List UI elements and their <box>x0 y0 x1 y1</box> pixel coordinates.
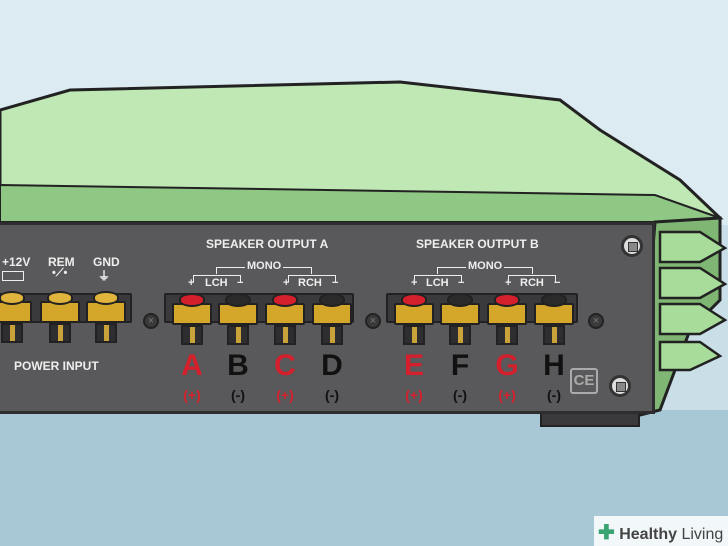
mono-label: MONO <box>245 260 284 272</box>
label-b: B <box>227 349 249 382</box>
label-12v: +12V <box>2 255 31 269</box>
label-e: E <box>403 349 424 382</box>
lch-plus: + <box>188 277 195 289</box>
terminal-h[interactable] <box>532 289 576 347</box>
heatsink-fins <box>658 230 728 372</box>
lch-plus: + <box>411 277 418 289</box>
terminal-e[interactable] <box>392 289 436 347</box>
polarity-a: (+) <box>183 387 201 403</box>
terminal-gnd[interactable] <box>84 287 128 345</box>
battery-icon <box>2 271 24 281</box>
watermark-brand: Healthy <box>619 526 678 543</box>
polarity-f: (-) <box>453 387 467 403</box>
lch-label: LCH <box>205 277 228 289</box>
watermark: ✚ Healthy Living <box>594 516 728 546</box>
terminal-d[interactable] <box>310 289 354 347</box>
label-f: F <box>450 349 470 382</box>
switch-icon: •⟋• <box>52 267 68 279</box>
terminal-g[interactable] <box>485 289 529 347</box>
terminal-c[interactable] <box>263 289 307 347</box>
rch-plus: + <box>505 277 512 289</box>
polarity-c: (+) <box>276 387 294 403</box>
polarity-d: (-) <box>325 387 339 403</box>
hex-bolt-icon <box>621 235 643 257</box>
screw-icon: × <box>143 313 159 329</box>
rch-label: RCH <box>520 277 544 289</box>
lch-bracket <box>193 275 241 282</box>
plus-logo-icon: ✚ <box>598 522 615 544</box>
speaker-output-b-title: SPEAKER OUTPUT B <box>416 237 539 251</box>
lch-bracket <box>414 275 462 282</box>
polarity-g: (+) <box>498 387 516 403</box>
terminal-12v[interactable] <box>0 287 34 345</box>
terminal-a[interactable] <box>170 289 214 347</box>
lch-label: LCH <box>426 277 449 289</box>
lch-minus: − <box>237 277 244 289</box>
label-gnd: GND <box>93 255 120 269</box>
watermark-brand-2: Living <box>681 526 724 543</box>
rch-label: RCH <box>298 277 322 289</box>
rch-minus: − <box>332 277 339 289</box>
polarity-h: (-) <box>547 387 561 403</box>
terminal-f[interactable] <box>438 289 482 347</box>
rch-plus: + <box>283 277 290 289</box>
rch-bracket <box>508 275 556 282</box>
polarity-e: (+) <box>405 387 423 403</box>
power-input-label: POWER INPUT <box>14 359 99 373</box>
screw-icon: × <box>588 313 604 329</box>
mono-label: MONO <box>466 260 505 272</box>
label-g: G <box>495 349 519 382</box>
amp-front-panel: +12V REM GND •⟋• ⏚ POWER INPUT × SPEAKER… <box>0 222 655 414</box>
label-a: A <box>181 349 203 382</box>
ce-mark: CE <box>570 368 598 394</box>
label-rem: REM <box>48 255 75 269</box>
ground-icon: ⏚ <box>98 269 111 283</box>
screw-icon: × <box>365 313 381 329</box>
terminal-b[interactable] <box>216 289 260 347</box>
label-c: C <box>274 349 296 382</box>
polarity-b: (-) <box>231 387 245 403</box>
label-d: D <box>321 349 343 382</box>
speaker-output-a-title: SPEAKER OUTPUT A <box>206 237 329 251</box>
terminal-rem[interactable] <box>38 287 82 345</box>
rch-minus: − <box>554 277 561 289</box>
hex-bolt-icon <box>609 375 631 397</box>
label-h: H <box>543 349 565 382</box>
lch-minus: − <box>458 277 465 289</box>
rch-bracket <box>288 275 336 282</box>
